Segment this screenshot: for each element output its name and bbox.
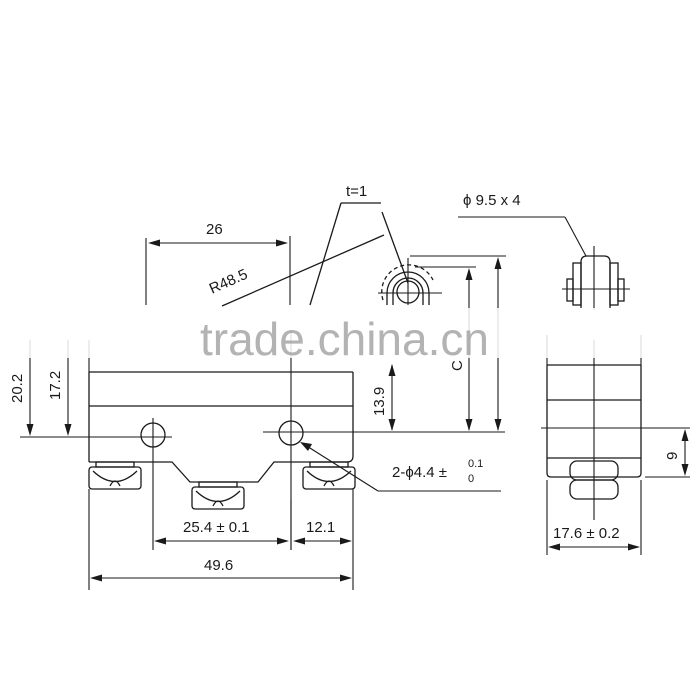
center-lines bbox=[20, 330, 505, 550]
dim-17-6-label: 17.6 ± 0.2 bbox=[553, 525, 620, 542]
roller-size-label: ϕ 9.5 x 4 bbox=[463, 192, 521, 209]
hole-tol-lower: 0 bbox=[468, 473, 474, 485]
dim-17-6: 17.6 ± 0.2 bbox=[546, 480, 642, 555]
actuator-lever bbox=[221, 202, 409, 307]
mounting-feet bbox=[88, 461, 356, 510]
side-center-lines bbox=[541, 340, 690, 520]
dim-c-label: C bbox=[449, 360, 466, 371]
dim-25-4-label: 25.4 ± 0.1 bbox=[183, 519, 250, 536]
dim-bottom: 25.4 ± 0.1 12.1 49.6 bbox=[88, 489, 354, 590]
front-view: 26 R48.5 t=1 20.2 17.2 13.9 bbox=[9, 183, 506, 590]
dim-17-2-label: 17.2 bbox=[47, 371, 64, 400]
mounting-holes bbox=[140, 420, 304, 448]
dim-49-6-label: 49.6 bbox=[204, 557, 233, 574]
roller-callout: ϕ 9.5 x 4 bbox=[458, 192, 587, 257]
hole-callout: 2-ϕ4.4 ± 0.1 0 bbox=[300, 442, 501, 492]
dim-r48-5-label: R48.5 bbox=[207, 266, 250, 298]
dim-12-1-label: 12.1 bbox=[306, 519, 335, 536]
dim-26-label: 26 bbox=[206, 221, 223, 238]
dim-9: 9 bbox=[664, 429, 689, 476]
side-roller bbox=[562, 246, 630, 310]
lever-roller bbox=[378, 258, 442, 305]
dim-thickness-label: t=1 bbox=[346, 183, 367, 200]
watermark: trade.china.cn bbox=[0, 308, 700, 365]
dim-9-label: 9 bbox=[664, 452, 681, 460]
watermark-text: trade.china.cn bbox=[200, 313, 489, 365]
side-view: ϕ 9.5 x 4 9 17.6 ± 0.2 bbox=[458, 192, 690, 555]
hole-tol-upper: 0.1 bbox=[468, 458, 483, 470]
hole-callout-label: 2-ϕ4.4 ± bbox=[392, 464, 447, 481]
dim-26: 26 bbox=[145, 221, 291, 305]
dim-13-9-label: 13.9 bbox=[371, 387, 388, 416]
dim-20-2-label: 20.2 bbox=[9, 374, 26, 403]
switch-body bbox=[88, 371, 354, 483]
dim-13-9: 13.9 bbox=[371, 364, 396, 431]
